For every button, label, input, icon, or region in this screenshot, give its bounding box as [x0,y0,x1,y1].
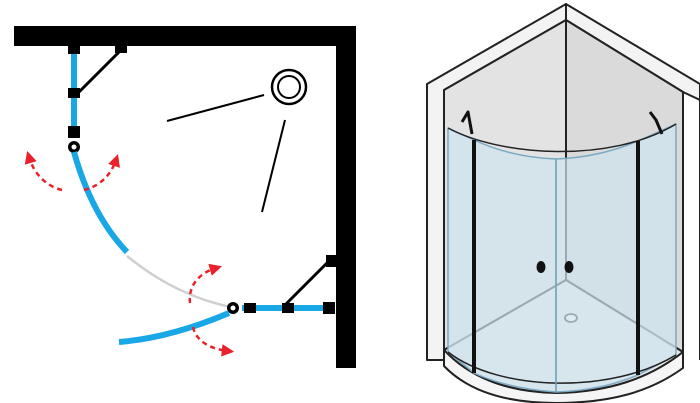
wall-bracket-left-top [68,44,80,54]
swing-arrow-left-outer [24,151,63,192]
stabiliser-clamp-left [115,44,127,53]
handle-right-icon [564,261,574,273]
stabiliser-top-right [648,111,664,135]
perspective-view [426,3,700,403]
pivot-right-icon [227,302,239,314]
door-left-open [71,151,130,255]
top-rail [447,123,677,153]
glass-fixed-right [637,123,677,376]
pivot-left-icon [68,141,80,153]
handle-left-icon [536,261,546,273]
stabiliser-bar-left [77,48,123,94]
hinge-left-mid [68,88,80,98]
swing-arrow-left-inner [83,154,120,192]
stabiliser-bar-right [284,260,330,306]
hinge-right-inner [244,303,256,313]
glass-fixed-left [447,127,475,374]
wall-right-face [565,3,700,101]
wall-right [336,26,356,368]
stabiliser-top-left [460,110,474,135]
bottom-rail [447,351,677,384]
swing-arrow-right-upper [188,263,222,304]
plan-view [14,26,356,368]
door-closed-trace [126,255,232,309]
hinge-right-mid [282,303,294,313]
door-right-open [118,310,231,345]
hinge-left-low [68,126,80,138]
shower-tray-front [443,349,684,403]
drain-icon [270,68,308,106]
wall-bracket-right [323,302,335,314]
stabiliser-clamp-right [326,255,336,267]
leader-line-2 [261,119,286,213]
leader-line-1 [166,94,265,122]
wall-top [14,26,356,46]
swing-arrow-right-lower [191,326,235,357]
